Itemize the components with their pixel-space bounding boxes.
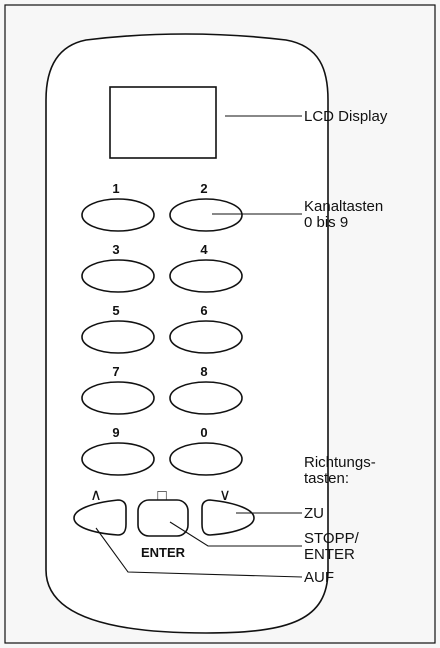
down-arrow-icon: ∨ — [219, 487, 231, 504]
key-label: 5 — [112, 303, 119, 318]
key-1 — [81, 198, 155, 232]
auf-leader — [95, 527, 303, 578]
enter-label: ENTER — [141, 545, 186, 560]
stopp-leader — [169, 521, 302, 547]
stop-square-icon: □ — [157, 487, 166, 504]
stopp-callout-line1: STOPP/ — [304, 530, 360, 547]
key-label: 0 — [200, 425, 207, 440]
key-label: 4 — [200, 242, 208, 257]
key-label: 3 — [112, 242, 119, 257]
zu-callout: ZU — [304, 505, 324, 522]
key-0 — [169, 442, 243, 476]
key-label: 1 — [112, 181, 119, 196]
stopp-callout-line2: ENTER — [304, 546, 355, 563]
key-label: 8 — [200, 364, 207, 379]
leader-lines — [95, 115, 303, 578]
stop-enter-key — [137, 499, 189, 537]
number-keys: 1 2 3 4 5 6 7 8 9 0 — [81, 181, 243, 476]
key-label: 2 — [200, 181, 207, 196]
richtung-callout-line1: Richtungs- — [304, 454, 376, 471]
up-arrow-icon: ∧ — [90, 487, 102, 504]
lcd-callout: LCD Display — [304, 108, 388, 125]
key-7 — [81, 381, 155, 415]
richtung-callout-line2: tasten: — [304, 470, 349, 487]
up-key — [73, 499, 127, 536]
auf-callout: AUF — [304, 569, 334, 586]
kanal-callout-line2: 0 bis 9 — [304, 214, 348, 231]
key-4 — [169, 259, 243, 293]
key-6 — [169, 320, 243, 354]
key-5 — [81, 320, 155, 354]
key-2 — [169, 198, 243, 232]
key-3 — [81, 259, 155, 293]
key-label: 9 — [112, 425, 119, 440]
down-key — [201, 499, 255, 536]
key-label: 7 — [112, 364, 119, 379]
kanal-callout-line1: Kanaltasten — [304, 198, 383, 215]
key-label: 6 — [200, 303, 207, 318]
lcd-display — [109, 86, 217, 159]
callout-labels: LCD Display Kanaltasten 0 bis 9 Richtung… — [304, 108, 388, 586]
key-9 — [81, 442, 155, 476]
key-8 — [169, 381, 243, 415]
direction-keys: ∧ □ ENTER ∨ — [73, 487, 255, 560]
